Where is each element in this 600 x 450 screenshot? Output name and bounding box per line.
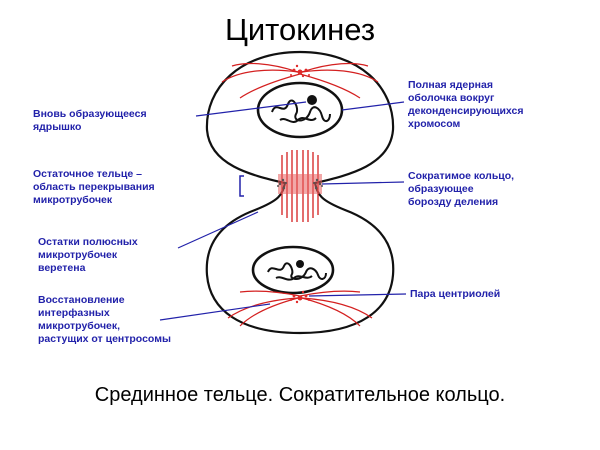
label-residual-body: Остаточное тельце – область перекрывания… — [33, 168, 155, 206]
upper-centrosome — [290, 64, 310, 78]
midbody-overlap-zone — [278, 174, 322, 194]
contractile-ring — [277, 178, 323, 190]
lower-nucleus — [251, 245, 335, 295]
label-contractile-ring: Сократимое кольцо, образующее борозду де… — [408, 170, 515, 208]
leader-nuclear-envelope — [341, 101, 405, 111]
residual-body-bracket — [239, 175, 244, 197]
leader-polar-remnants — [177, 211, 259, 249]
nucleolus-dot — [307, 95, 317, 105]
upper-chromosomes — [271, 99, 331, 123]
upper-nucleus — [256, 81, 344, 139]
lower-nucleolus-dot — [296, 260, 304, 268]
slide-title: Цитокинез — [224, 12, 376, 47]
leader-nucleolus — [195, 101, 307, 117]
lower-chromosomes — [267, 262, 327, 281]
slide-caption: Срединное тельце. Сократительное кольцо. — [94, 384, 506, 406]
leader-lines — [159, 101, 407, 321]
label-polar-remnants: Остатки полюсных микротрубочек веретена — [38, 236, 138, 274]
label-centriole-pair: Пара центриолей — [410, 288, 501, 300]
leader-interphase — [159, 303, 271, 321]
lower-centrosome — [290, 290, 310, 304]
leader-centriole-pair — [308, 293, 407, 297]
upper-microtubules — [221, 62, 379, 99]
label-interphase-restore: Восстановление интерфазных микротрубочек… — [38, 294, 171, 345]
label-nucleolus: Вновь образующееся ядрышко — [33, 108, 147, 133]
label-nuclear-envelope: Полная ядерная оболочка вокруг деконденс… — [408, 79, 524, 130]
leader-contractile-ring — [321, 181, 405, 185]
